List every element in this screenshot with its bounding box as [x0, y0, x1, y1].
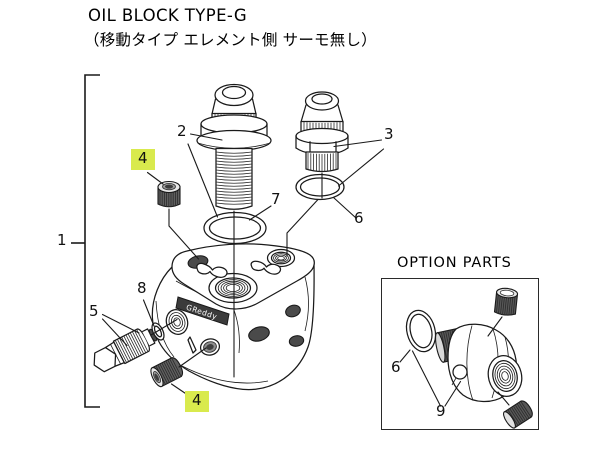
callout-4-bottom-highlighted: 4 [185, 391, 209, 412]
callout-7-oring: 7 [271, 190, 281, 208]
washer-part8 [151, 322, 165, 341]
option-adapter-body [447, 323, 523, 403]
oring-part6 [295, 173, 345, 201]
option-plug-top [493, 287, 519, 316]
hex-socket-plug-bottom [150, 357, 184, 388]
callout-4-top-highlighted: 4 [131, 149, 155, 170]
oring-part7 [203, 211, 267, 245]
leader-lines [101, 133, 385, 398]
callout-8-washer: 8 [137, 279, 147, 297]
callout-1-assembly: 1 [57, 231, 67, 249]
page-subtitle: （移動タイプ エレメント側 サーモ無し） [84, 31, 377, 49]
callout-5-drain-plug: 5 [89, 302, 99, 320]
option-oring [405, 309, 437, 353]
option-parts-box [381, 278, 539, 430]
callout-6-oring: 6 [354, 209, 364, 227]
callout-3-side-fitting: 3 [384, 125, 394, 143]
option-parts-figure [399, 287, 533, 429]
brand-band [175, 296, 230, 326]
hex-socket-plug-top [157, 180, 181, 208]
option-parts-title: OPTION PARTS [397, 255, 512, 271]
drain-plug-part5 [93, 328, 157, 373]
callout-2-center-fitting: 2 [177, 122, 187, 140]
callout-9-option-plugs: 9 [436, 402, 446, 420]
page-title: OIL BLOCK TYPE-G [88, 6, 248, 25]
center-fitting-part2 [196, 83, 272, 210]
side-fitting-part3 [295, 91, 349, 173]
assembly-bracket [71, 74, 100, 408]
callout-6-option-oring: 6 [391, 358, 401, 376]
option-plug-bottom [502, 400, 533, 429]
